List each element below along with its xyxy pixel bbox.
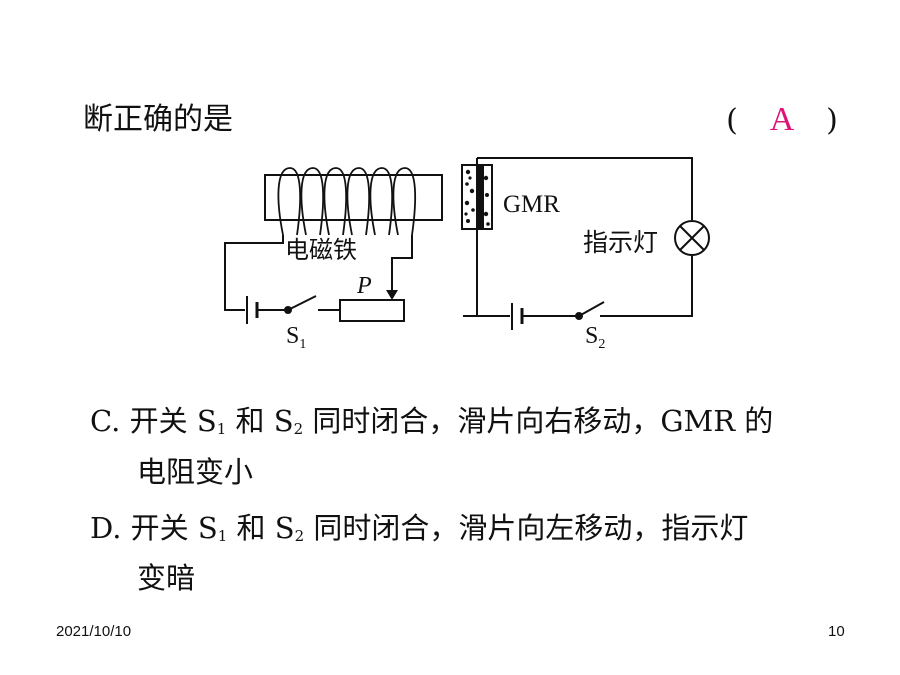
electromagnet-core xyxy=(264,174,443,221)
option-c-line1: C. 开关 S1 和 S2 同时闭合，滑片向右移动，GMR 的 xyxy=(90,401,773,449)
option-d-prefix: D. xyxy=(90,511,122,545)
option-c-text-a: 开关 xyxy=(129,404,188,438)
option-c-and: 和 xyxy=(235,404,265,438)
coil xyxy=(277,167,416,236)
switch1-label: S1 xyxy=(286,323,306,352)
rheostat xyxy=(339,299,405,322)
option-d-line2: 变暗 xyxy=(137,561,196,595)
wire-coil-left xyxy=(224,235,284,311)
question-stem: 断正确的是 xyxy=(83,102,233,137)
wire-coil-right xyxy=(391,235,413,292)
gmr-label: GMR xyxy=(503,191,560,218)
lamp-circle xyxy=(674,220,710,256)
option-d-text-a: 开关 xyxy=(130,511,189,545)
switch2-label: S2 xyxy=(585,323,605,352)
option-c-switch1: S1 xyxy=(196,404,227,438)
answer-letter: A xyxy=(769,101,795,138)
left-circuit xyxy=(224,167,443,324)
option-c-prefix: C. xyxy=(90,404,121,438)
slider-arrow xyxy=(386,290,398,300)
option-d-switch2: S2 xyxy=(274,511,305,545)
option-c-text-b: 同时闭合，滑片向右移动，GMR 的 xyxy=(312,404,774,438)
answer-close-paren: ) xyxy=(826,103,838,138)
slider-label: P xyxy=(356,273,372,299)
option-d-and: 和 xyxy=(236,511,266,545)
option-c-switch2: S2 xyxy=(273,404,304,438)
option-d-text-b: 同时闭合，滑片向左移动，指示灯 xyxy=(313,511,749,545)
option-c-line2: 电阻变小 xyxy=(137,455,254,489)
wire-right-bottom xyxy=(600,256,693,317)
lamp-label: 指示灯 xyxy=(583,228,658,257)
electromagnet-label: 电磁铁 xyxy=(285,236,357,264)
gmr-resistor xyxy=(461,164,493,230)
answer-open-paren: ( xyxy=(726,103,738,138)
option-d-switch1: S1 xyxy=(197,511,228,545)
answer-bracket: ( A) xyxy=(720,100,844,141)
switch2-blade xyxy=(578,301,605,317)
lamp-cross-b xyxy=(679,225,705,251)
switch1-blade xyxy=(287,295,317,311)
footer-page-number: 10 xyxy=(828,623,845,640)
option-d-line1: D. 开关 S1 和 S2 同时闭合，滑片向左移动，指示灯 xyxy=(90,508,748,556)
wire-top-right xyxy=(477,157,693,220)
footer-date: 2021/10/10 xyxy=(56,623,132,640)
